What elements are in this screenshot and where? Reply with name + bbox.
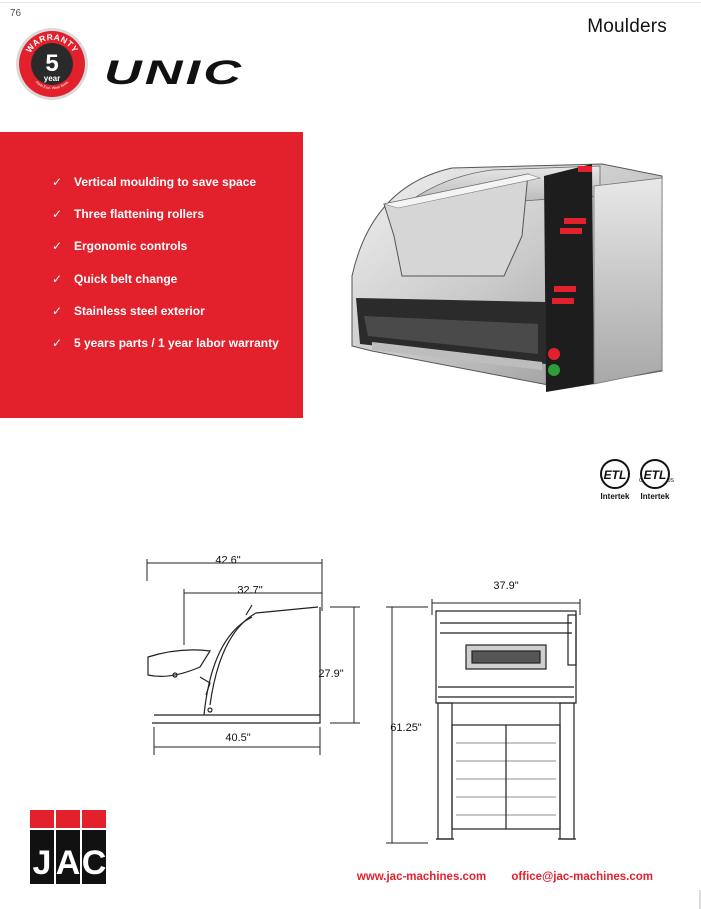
side-view-drawing: 42.6" 32.7" 40.5" 27.9" — [140, 555, 370, 760]
check-icon: ✓ — [52, 303, 63, 318]
brand-name: UNIC — [104, 54, 244, 90]
front-view-drawing: 37.9" 61.25" — [380, 575, 600, 850]
category-title: Moulders — [587, 16, 667, 37]
etl-certification-mark: ETL Intertek — [593, 458, 637, 504]
svg-text:US: US — [667, 478, 675, 484]
feature-item: ✓Vertical moulding to save space — [52, 175, 257, 190]
dim-hopper-depth: 32.7" — [237, 585, 262, 597]
dim-depth: 42.6" — [215, 555, 240, 567]
dim-height-total: 61.25" — [390, 722, 422, 734]
feature-item: ✓5 years parts / 1 year labor warranty — [52, 336, 279, 351]
bottom-rule — [699, 890, 701, 909]
feature-item: ✓Three flattening rollers — [52, 207, 205, 222]
page-number: 76 — [10, 8, 22, 19]
jac-logo: J A C — [30, 810, 110, 886]
check-icon: ✓ — [52, 239, 63, 254]
svg-text:A: A — [56, 844, 81, 882]
dim-height-unit: 27.9" — [318, 668, 343, 680]
check-icon: ✓ — [52, 336, 63, 351]
check-icon: ✓ — [52, 207, 63, 222]
badge-unit: year — [44, 74, 60, 83]
etl-us-certification-mark: ETL C US Intertek — [633, 458, 677, 504]
cert-label: Intertek — [640, 492, 670, 501]
dim-base-depth: 40.5" — [225, 732, 250, 744]
feature-list: ✓Vertical moulding to save space ✓Three … — [52, 166, 279, 359]
feature-item: ✓Ergonomic controls — [52, 239, 188, 254]
feature-item: ✓Quick belt change — [52, 271, 178, 286]
footer-contact: www.jac-machines.com office@jac-machines… — [357, 871, 653, 883]
check-icon: ✓ — [52, 271, 63, 286]
feature-panel: ✓Vertical moulding to save space ✓Three … — [0, 132, 303, 418]
warranty-badge: WARRANTY 5 year Parts Excl. Wear Items — [14, 26, 90, 102]
dim-width: 37.9" — [493, 580, 518, 592]
email-link[interactable]: office@jac-machines.com — [511, 871, 653, 883]
website-link[interactable]: www.jac-machines.com — [356, 871, 487, 883]
svg-text:C: C — [82, 844, 107, 882]
product-photo — [332, 156, 668, 404]
top-rule — [0, 2, 701, 3]
check-icon: ✓ — [52, 175, 63, 190]
svg-text:ETL: ETL — [604, 468, 627, 482]
cert-label: Intertek — [600, 492, 630, 501]
feature-item: ✓Stainless steel exterior — [52, 303, 205, 318]
badge-number: 5 — [45, 50, 58, 77]
brand-logo: UNIC — [102, 54, 252, 92]
svg-text:ETL: ETL — [644, 468, 667, 482]
svg-text:C: C — [639, 478, 643, 484]
svg-text:J: J — [33, 844, 52, 882]
